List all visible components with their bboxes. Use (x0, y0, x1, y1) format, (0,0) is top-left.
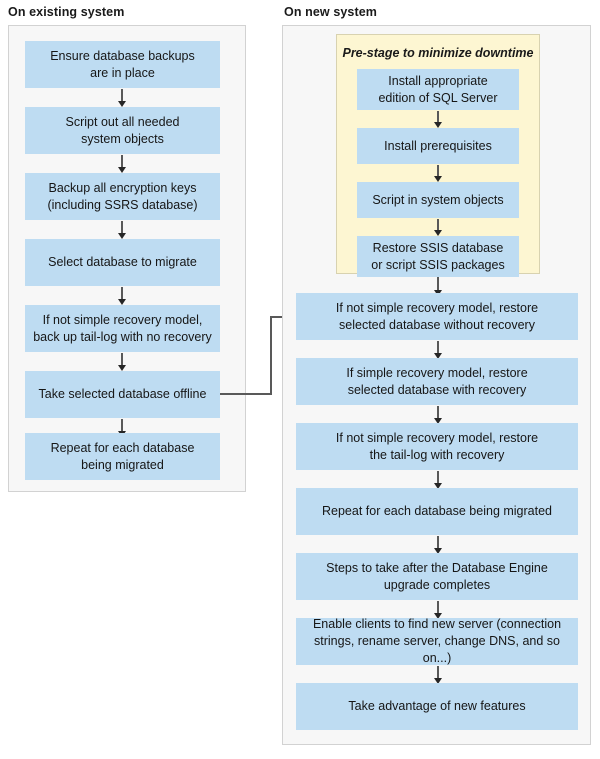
right-step-5[interactable]: Steps to take after the Database Engine … (296, 553, 578, 600)
prestage-step-2[interactable]: Install prerequisites (357, 128, 519, 164)
prestage-step-4[interactable]: Restore SSIS database or script SSIS pac… (357, 236, 519, 277)
right-step-3[interactable]: If not simple recovery model, restore th… (296, 423, 578, 470)
right-step-6[interactable]: Enable clients to find new server (conne… (296, 617, 578, 665)
left-step-4[interactable]: Select database to migrate (25, 239, 220, 286)
left-step-3[interactable]: Backup all encryption keys (including SS… (25, 173, 220, 220)
left-panel-title: On existing system (8, 5, 125, 19)
left-step-2[interactable]: Script out all needed system objects (25, 107, 220, 154)
prestage-step-1[interactable]: Install appropriate edition of SQL Serve… (357, 69, 519, 110)
right-step-1[interactable]: If not simple recovery model, restore se… (296, 293, 578, 340)
right-step-4[interactable]: Repeat for each database being migrated (296, 488, 578, 535)
right-step-2[interactable]: If simple recovery model, restore select… (296, 358, 578, 405)
left-step-6[interactable]: Take selected database offline (25, 371, 220, 418)
left-step-7[interactable]: Repeat for each database being migrated (25, 433, 220, 480)
right-panel-title: On new system (284, 5, 377, 19)
right-step-7[interactable]: Take advantage of new features (296, 683, 578, 730)
prestage-step-3[interactable]: Script in system objects (357, 182, 519, 218)
left-step-1[interactable]: Ensure database backups are in place (25, 41, 220, 88)
left-step-5[interactable]: If not simple recovery model, back up ta… (25, 305, 220, 352)
prestage-title: Pre-stage to minimize downtime (342, 46, 534, 60)
